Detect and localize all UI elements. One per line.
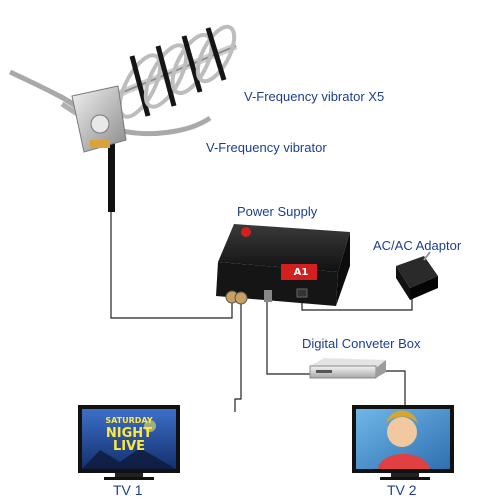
converter-cable xyxy=(266,302,310,375)
tv1-title-line2: NIGHT xyxy=(105,426,153,441)
antenna-cable xyxy=(110,190,233,319)
tv1-screen-title: SATURDAY NIGHT LIVE xyxy=(96,414,162,453)
converter-box-icon xyxy=(309,358,386,379)
device-label: A1 xyxy=(293,267,309,278)
label-vibrator-x5: V-Frequency vibrator X5 xyxy=(244,89,385,104)
tv-icon xyxy=(352,405,454,480)
label-converter-box: Digital Conveter Box xyxy=(302,336,421,351)
label-tv1: TV 1 xyxy=(113,482,143,498)
ac-adaptor-icon xyxy=(396,251,438,300)
tv1-cable xyxy=(234,302,242,412)
antenna-icon xyxy=(8,24,238,212)
tv1-title-line3: LIVE xyxy=(112,439,146,454)
label-tv2: TV 2 xyxy=(387,482,417,498)
tv-icon xyxy=(78,405,180,480)
label-power-supply: Power Supply xyxy=(237,204,318,219)
tv1-title-line1: SATURDAY xyxy=(105,416,153,425)
power-supply-box-icon xyxy=(216,224,350,306)
label-vibrator: V-Frequency vibrator xyxy=(206,140,327,155)
cable-lines xyxy=(110,190,413,412)
label-adaptor: AC/AC Adaptor xyxy=(373,238,462,253)
tv2-cable xyxy=(386,370,406,406)
